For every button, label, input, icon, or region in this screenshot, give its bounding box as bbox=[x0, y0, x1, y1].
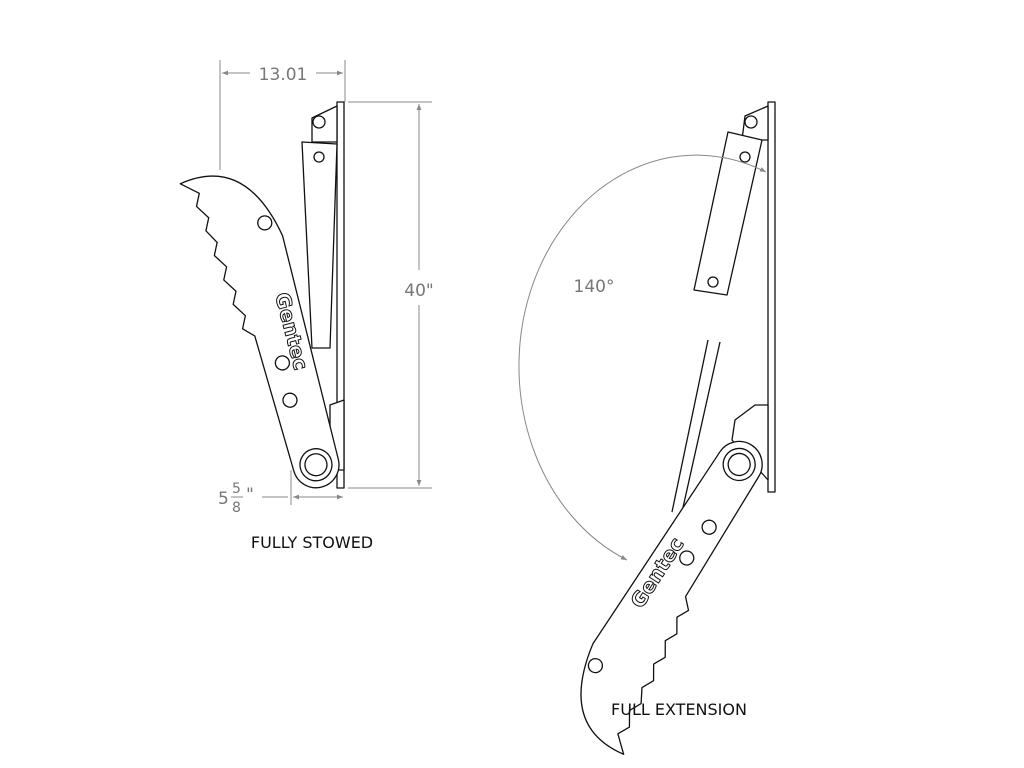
wall-plate bbox=[767, 101, 776, 493]
cylinder bbox=[301, 141, 338, 349]
caption-fully-stowed: FULLY STOWED bbox=[251, 533, 373, 552]
caption-full-extension: FULL EXTENSION bbox=[611, 700, 747, 719]
extension-view: Gentec 140° FULL EXTENSION bbox=[518, 101, 804, 757]
angle-dimension: 140° bbox=[574, 277, 615, 297]
angle-arc bbox=[518, 154, 767, 561]
cylinder bbox=[693, 131, 763, 296]
offset-whole: 5 bbox=[218, 489, 229, 509]
top-pivot bbox=[744, 115, 758, 129]
offset-numerator: 5 bbox=[232, 481, 241, 497]
width-dimension: 13.01 bbox=[259, 65, 308, 85]
height-dimension: 40" bbox=[404, 281, 433, 301]
stowed-view: Gentec 13.01 40" 5 5 8 " FULLY STOWED bbox=[179, 60, 434, 552]
wall-plate bbox=[336, 101, 345, 489]
offset-unit: " bbox=[246, 485, 254, 505]
offset-denominator: 8 bbox=[232, 500, 241, 516]
top-pivot bbox=[312, 115, 326, 129]
